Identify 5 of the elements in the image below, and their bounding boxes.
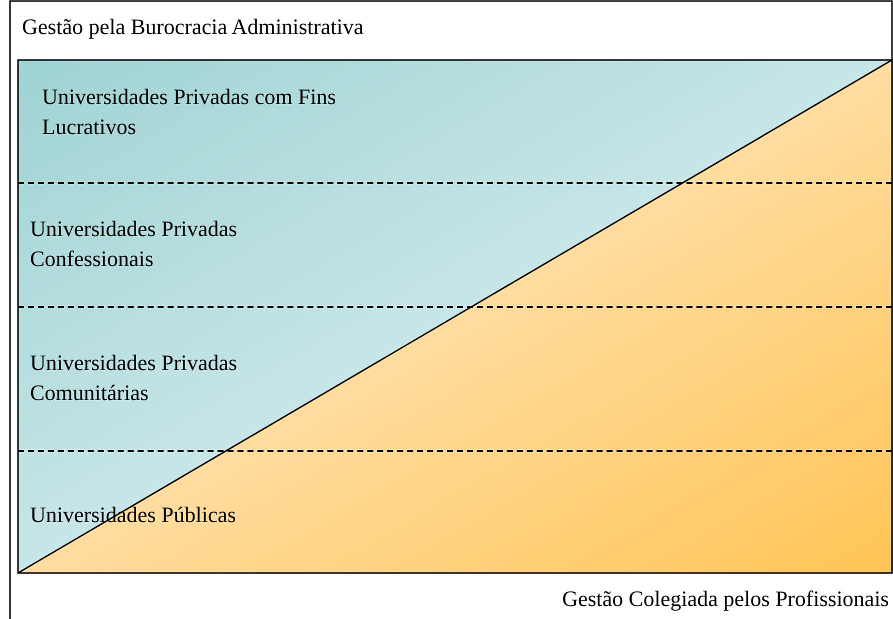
axis-bottom-label: Gestão Colegiada pelos Profissionais xyxy=(562,586,889,612)
tier-label: Universidades Privadas com Fins Lucrativos xyxy=(42,83,337,141)
tier-label: Universidades Privadas Confessionais xyxy=(30,215,238,273)
tier-label: Universidades Privadas Comunitárias xyxy=(30,349,238,407)
axis-top-label: Gestão pela Burocracia Administrativa xyxy=(22,14,364,40)
